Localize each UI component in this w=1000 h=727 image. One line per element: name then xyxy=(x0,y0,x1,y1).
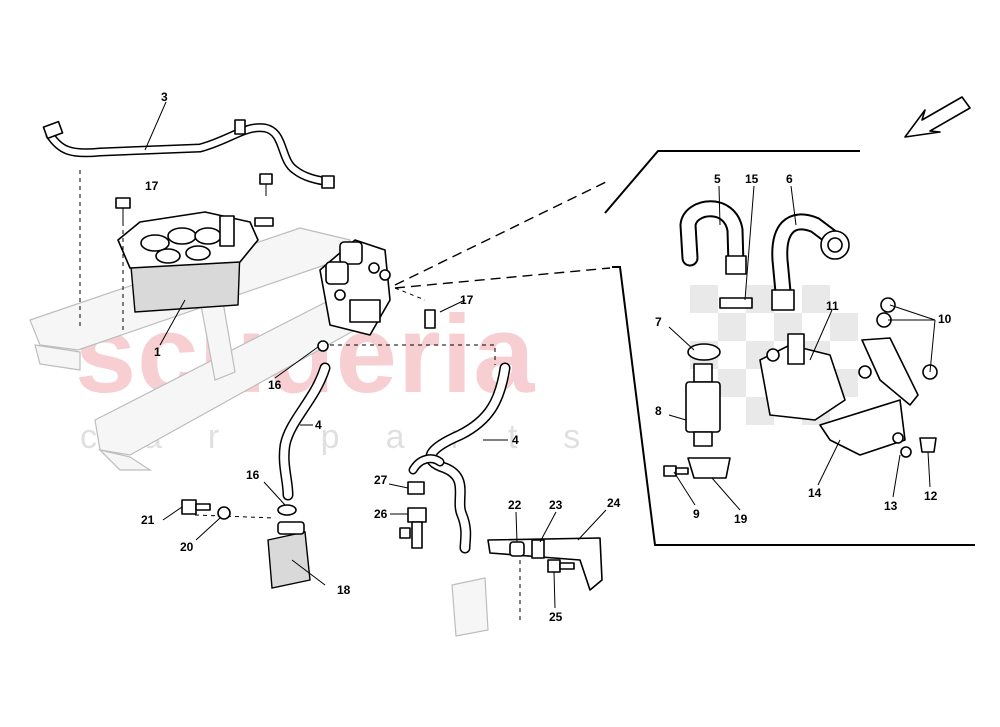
callout-9: 9 xyxy=(693,507,700,521)
callout-24: 24 xyxy=(607,496,621,510)
nut-part-13 xyxy=(892,432,912,458)
cup-part-19 xyxy=(687,457,731,479)
bracket-part-24 xyxy=(487,537,603,591)
callout-22: 22 xyxy=(508,498,522,512)
washer-part-20 xyxy=(217,506,231,520)
callout-21: 21 xyxy=(141,513,155,527)
hose-part-6 xyxy=(771,213,850,311)
callout-27: 27 xyxy=(374,473,388,487)
callout-5: 5 xyxy=(714,172,721,186)
canister-part-18 xyxy=(267,521,311,589)
callout-4-right: 4 xyxy=(512,433,519,447)
callout-7: 7 xyxy=(655,315,662,329)
callout-4-left: 4 xyxy=(315,418,322,432)
valve-assembly xyxy=(319,239,391,336)
bolt-part-25 xyxy=(547,559,575,573)
callout-25: 25 xyxy=(549,610,563,624)
hose-part-4-right xyxy=(408,362,511,554)
screw-part-17-top xyxy=(259,173,273,196)
callout-16-upper: 16 xyxy=(268,378,282,392)
callout-labels: 3 17 1 16 17 4 4 16 21 20 18 27 26 22 23… xyxy=(141,90,952,624)
callout-8: 8 xyxy=(655,404,662,418)
filter-part-8 xyxy=(685,363,721,447)
clamp-part-16-lower xyxy=(277,504,297,516)
hose-part-5 xyxy=(679,200,747,275)
callout-6: 6 xyxy=(786,172,793,186)
callout-19: 19 xyxy=(734,512,748,526)
leader-lines xyxy=(144,101,936,609)
bolt-part-21 xyxy=(181,499,211,515)
callout-13: 13 xyxy=(884,499,898,513)
clamp-part-15 xyxy=(719,297,753,309)
connector-part-27 xyxy=(407,481,425,495)
screw-part-17-right xyxy=(424,309,436,329)
callout-17-left: 17 xyxy=(145,179,159,193)
callout-23: 23 xyxy=(549,498,563,512)
clamp-part-7 xyxy=(687,343,721,361)
detail-frame xyxy=(604,150,975,546)
callout-20: 20 xyxy=(180,540,194,554)
hose-part-4-left xyxy=(278,340,331,501)
canister-part-1 xyxy=(117,211,274,313)
callout-15: 15 xyxy=(745,172,759,186)
grommets-part-10 xyxy=(876,297,938,380)
screw-part-17-left xyxy=(115,197,131,222)
callout-11: 11 xyxy=(826,299,839,313)
callout-26: 26 xyxy=(374,507,388,521)
pump-part-11 xyxy=(759,333,872,421)
support-arm xyxy=(861,337,919,406)
callout-18: 18 xyxy=(337,583,351,597)
callout-14: 14 xyxy=(808,486,822,500)
cap-part-12 xyxy=(919,437,937,453)
ghost-canister xyxy=(451,577,489,637)
bolt-part-9 xyxy=(663,465,689,477)
fuel-line-part-3 xyxy=(42,119,335,189)
fitting-part-26 xyxy=(399,507,427,549)
arrow-down-left-icon xyxy=(904,96,971,138)
callout-10: 10 xyxy=(938,312,952,326)
bracket-part-14 xyxy=(819,399,906,456)
callout-16-lower: 16 xyxy=(246,468,260,482)
callout-12: 12 xyxy=(924,489,938,503)
callout-3: 3 xyxy=(161,90,168,104)
dashed-guides xyxy=(79,170,611,620)
callout-17-right: 17 xyxy=(460,293,474,307)
callout-1: 1 xyxy=(154,345,161,359)
